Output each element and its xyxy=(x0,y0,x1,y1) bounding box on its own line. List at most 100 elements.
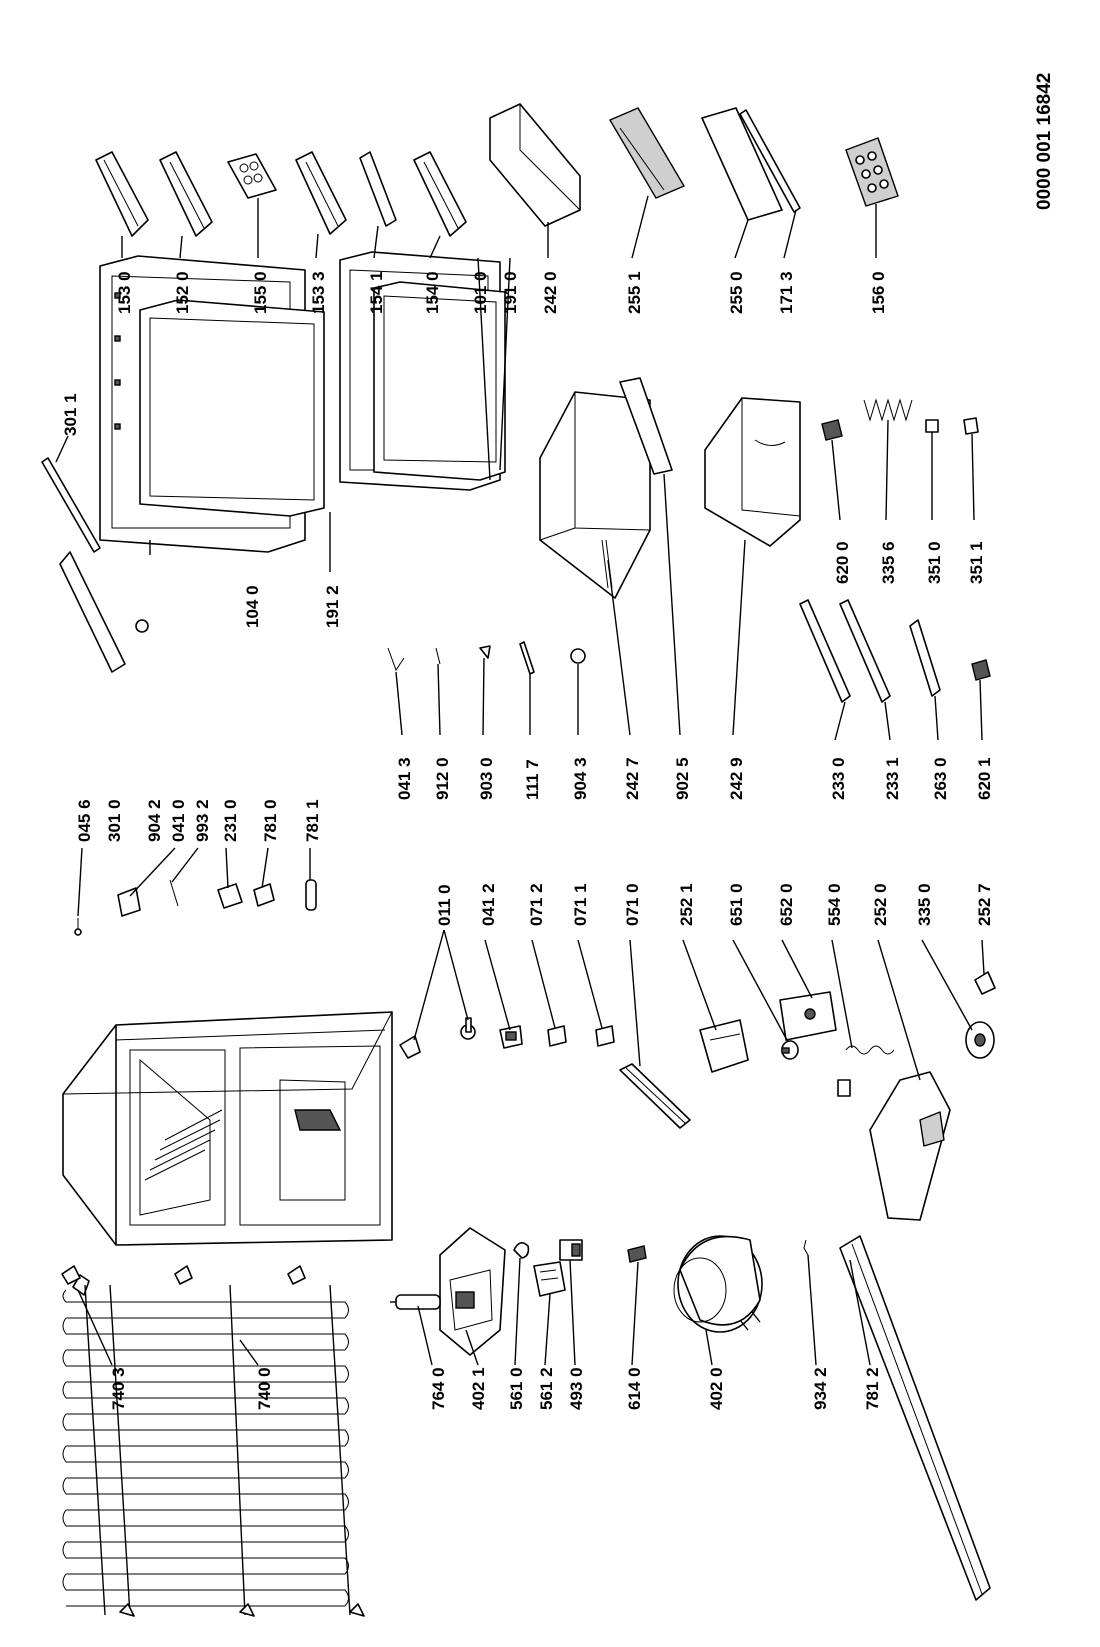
part-7810-drawing xyxy=(253,883,275,907)
label-1117: 111 7 xyxy=(523,759,542,800)
reference-number: 0000 001 16842 xyxy=(1034,73,1055,210)
label-9030: 903 0 xyxy=(477,757,496,800)
part-4930-drawing xyxy=(559,1239,583,1261)
part-1117-drawing xyxy=(519,641,535,675)
part-0712-drawing xyxy=(547,1025,567,1047)
part-9030-drawing xyxy=(479,645,491,659)
part-0412-drawing xyxy=(499,1025,523,1049)
label-6201: 620 1 xyxy=(975,757,994,800)
label-0410: 041 0 xyxy=(169,799,188,842)
label-3011: 301 1 xyxy=(61,393,80,436)
label-7640: 764 0 xyxy=(429,1367,448,1410)
part-9342-drawing xyxy=(803,1239,809,1256)
label-0413: 041 3 xyxy=(395,757,414,800)
label-1910: 191 0 xyxy=(501,271,520,314)
label-9120: 912 0 xyxy=(433,757,452,800)
label-1560: 156 0 xyxy=(869,271,888,314)
part-labels: 740 3 740 0 764 0 402 1 561 0 561 2 493 … xyxy=(61,73,1055,1410)
part-2551-glass-shelf xyxy=(609,107,685,199)
part-9043-drawing xyxy=(570,648,586,664)
label-9042: 904 2 xyxy=(145,799,164,842)
part-6201-drawing xyxy=(971,659,991,681)
label-3356: 335 6 xyxy=(879,541,898,584)
part-1541-bin xyxy=(359,151,397,227)
label-2427: 242 7 xyxy=(623,757,642,800)
part-0110-drawing xyxy=(399,1017,476,1059)
cabinet-body-drawing xyxy=(62,1011,393,1246)
part-6510-bulb xyxy=(781,1040,799,1060)
leader-lines xyxy=(55,195,985,1366)
part-5540-spring xyxy=(837,1045,895,1097)
label-2521: 252 1 xyxy=(677,883,696,926)
part-1540-bin xyxy=(413,151,467,237)
label-7812: 781 2 xyxy=(863,1367,882,1410)
part-7811-drawing xyxy=(305,879,317,911)
part-9932-drawing xyxy=(169,879,179,907)
label-4930: 493 0 xyxy=(567,1367,586,1410)
label-3010: 301 0 xyxy=(105,799,124,842)
part-1713-strip xyxy=(739,109,801,213)
label-1550: 155 0 xyxy=(251,271,270,314)
label-5610: 561 0 xyxy=(507,1367,526,1410)
label-9342: 934 2 xyxy=(811,1367,830,1410)
label-0412: 041 2 xyxy=(479,883,498,926)
label-9932: 993 2 xyxy=(193,799,212,842)
label-6200: 620 0 xyxy=(833,541,852,584)
label-0456: 045 6 xyxy=(75,799,94,842)
label-7810: 781 0 xyxy=(261,799,280,842)
part-3011-strip xyxy=(41,457,101,553)
part-5610-drawing xyxy=(513,1242,530,1259)
part-2521-drawing xyxy=(699,1019,749,1073)
part-7640-drier xyxy=(390,1294,441,1310)
label-3511: 351 1 xyxy=(967,541,986,584)
label-6520: 652 0 xyxy=(777,883,796,926)
part-1912-gasket xyxy=(139,299,325,517)
label-5612: 561 2 xyxy=(537,1367,556,1410)
part-2427-drawer xyxy=(539,391,651,599)
part-1560-ice-tray xyxy=(845,137,899,207)
part-9120-drawing xyxy=(435,647,441,665)
part-3511-drawing xyxy=(963,417,979,435)
label-2630: 263 0 xyxy=(931,757,950,800)
part-3010-bar xyxy=(59,551,126,673)
part-2330-rail xyxy=(799,599,851,703)
label-5540: 554 0 xyxy=(825,883,844,926)
part-9025-plate xyxy=(619,377,673,475)
label-2331: 233 1 xyxy=(883,757,902,800)
label-1713: 171 3 xyxy=(777,271,796,314)
label-2310: 231 0 xyxy=(221,799,240,842)
label-2551: 255 1 xyxy=(625,271,644,314)
label-1533: 153 3 xyxy=(309,271,328,314)
part-1550-egg-tray xyxy=(227,153,277,199)
part-4021-cover-box xyxy=(439,1227,506,1356)
part-2630-drawing xyxy=(909,619,941,697)
part-2520-housing xyxy=(869,1071,951,1221)
part-0413-drawing xyxy=(387,647,405,672)
part-7812-bracket xyxy=(839,1235,991,1601)
label-1040: 104 0 xyxy=(243,585,262,628)
label-7811: 781 1 xyxy=(303,799,322,842)
label-9025: 902 5 xyxy=(673,757,692,800)
part-3350-knob xyxy=(965,1021,995,1059)
part-0410-drawing xyxy=(117,887,141,917)
part-3510-drawing xyxy=(925,419,939,433)
part-5612-relay xyxy=(533,1261,566,1297)
part-2310-drawing xyxy=(217,883,243,909)
label-4020: 402 0 xyxy=(707,1367,726,1410)
label-2429: 242 9 xyxy=(727,757,746,800)
part-2420-drawer xyxy=(489,103,581,227)
label-6510: 651 0 xyxy=(727,883,746,926)
label-2550: 255 0 xyxy=(727,271,746,314)
part-2527-drawing xyxy=(974,971,996,995)
part-0456-drawing xyxy=(74,918,82,936)
part-2550-glass-shelf xyxy=(701,107,783,221)
part-4020-compressor xyxy=(673,1235,763,1333)
label-2520: 252 0 xyxy=(871,883,890,926)
label-1530: 153 0 xyxy=(115,271,134,314)
part-3356-spring xyxy=(863,398,913,422)
label-2420: 242 0 xyxy=(541,271,560,314)
part-0710-strip xyxy=(619,1063,691,1129)
label-9043: 904 3 xyxy=(571,757,590,800)
label-3510: 351 0 xyxy=(925,541,944,584)
label-0110: 011 0 xyxy=(435,884,454,926)
